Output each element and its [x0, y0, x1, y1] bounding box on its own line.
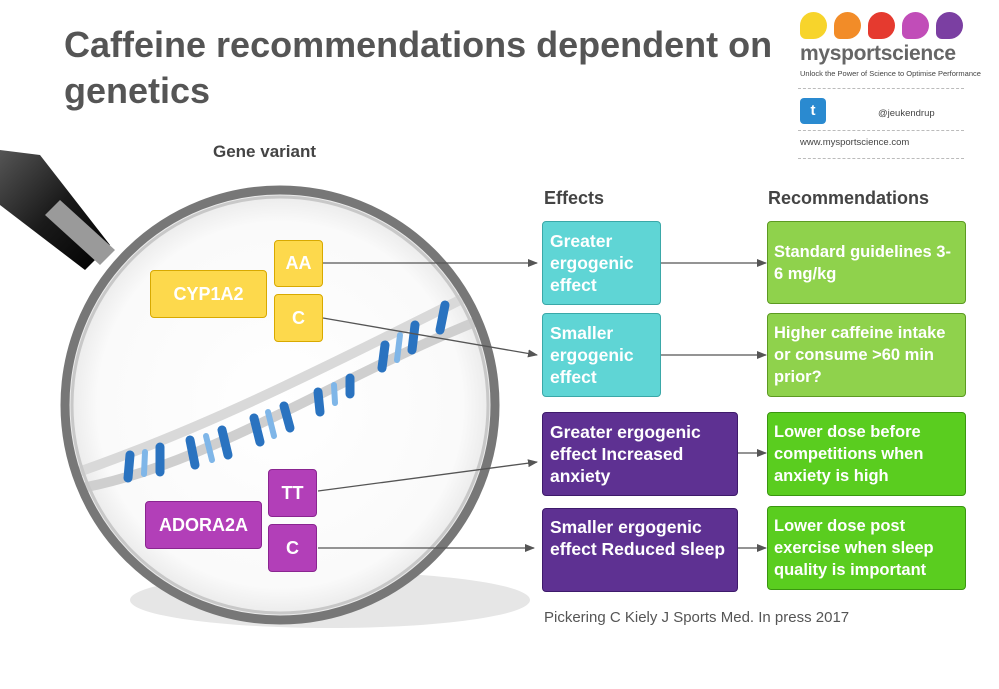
- twitter-handle[interactable]: @jeukendrup: [878, 108, 935, 119]
- rec-lower-dose-sleep: Lower dose post exercise when sleep qual…: [767, 506, 966, 590]
- logo-dot-5: [936, 12, 963, 39]
- logo-brand: mysportscience: [800, 42, 956, 65]
- effect-greater-ergogenic-anxiety: Greater ergogenic effect Increased anxie…: [542, 412, 738, 496]
- gene-cyp1a2: CYP1A2: [150, 270, 267, 318]
- logo-dot-4: [902, 12, 929, 39]
- logo-tagline: Unlock the Power of Science to Optimise …: [800, 69, 981, 78]
- logo-dot-3: [868, 12, 895, 39]
- variant-tt: TT: [268, 469, 317, 517]
- rec-higher-intake: Higher caffeine intake or consume >60 mi…: [767, 313, 966, 397]
- magnifier-handle: [0, 150, 115, 270]
- gene-adora2a: ADORA2A: [145, 501, 262, 549]
- logo-dot-2: [834, 12, 861, 39]
- twitter-bird-icon[interactable]: t: [800, 98, 826, 124]
- header-recommendations: Recommendations: [768, 188, 930, 208]
- lens-rim: [60, 185, 500, 625]
- arrow-tt-to-effect3: [317, 459, 538, 492]
- effect-greater-ergogenic: Greater ergogenic effect: [542, 221, 661, 305]
- variant-c-adora2a: C: [268, 524, 317, 572]
- variant-c-cyp1a2: C: [274, 294, 323, 342]
- citation: Pickering C Kiely J Sports Med. In press…: [544, 609, 850, 626]
- rec-lower-dose-anxiety: Lower dose before competitions when anxi…: [767, 412, 966, 496]
- website-link[interactable]: www.mysportscience.com: [800, 137, 910, 148]
- header-gene-variant: Gene variant: [213, 142, 316, 161]
- arrow-c-to-effect2: [322, 317, 538, 358]
- connector-arrows: [317, 259, 767, 552]
- rec-standard-guidelines: Standard guidelines 3-6 mg/kg: [767, 221, 966, 304]
- effect-smaller-ergogenic-sleep: Smaller ergogenic effect Reduced sleep: [542, 508, 738, 592]
- header-effects: Effects: [544, 188, 605, 208]
- mysportscience-logo: mysportscience Unlock the Power of Scien…: [798, 12, 981, 162]
- variant-aa: AA: [274, 240, 323, 287]
- page-title: Caffeine recommendations dependent on ge…: [64, 24, 773, 111]
- logo-dot-1: [800, 12, 827, 39]
- effect-smaller-ergogenic: Smaller ergogenic effect: [542, 313, 661, 397]
- dna-helix: [68, 285, 483, 495]
